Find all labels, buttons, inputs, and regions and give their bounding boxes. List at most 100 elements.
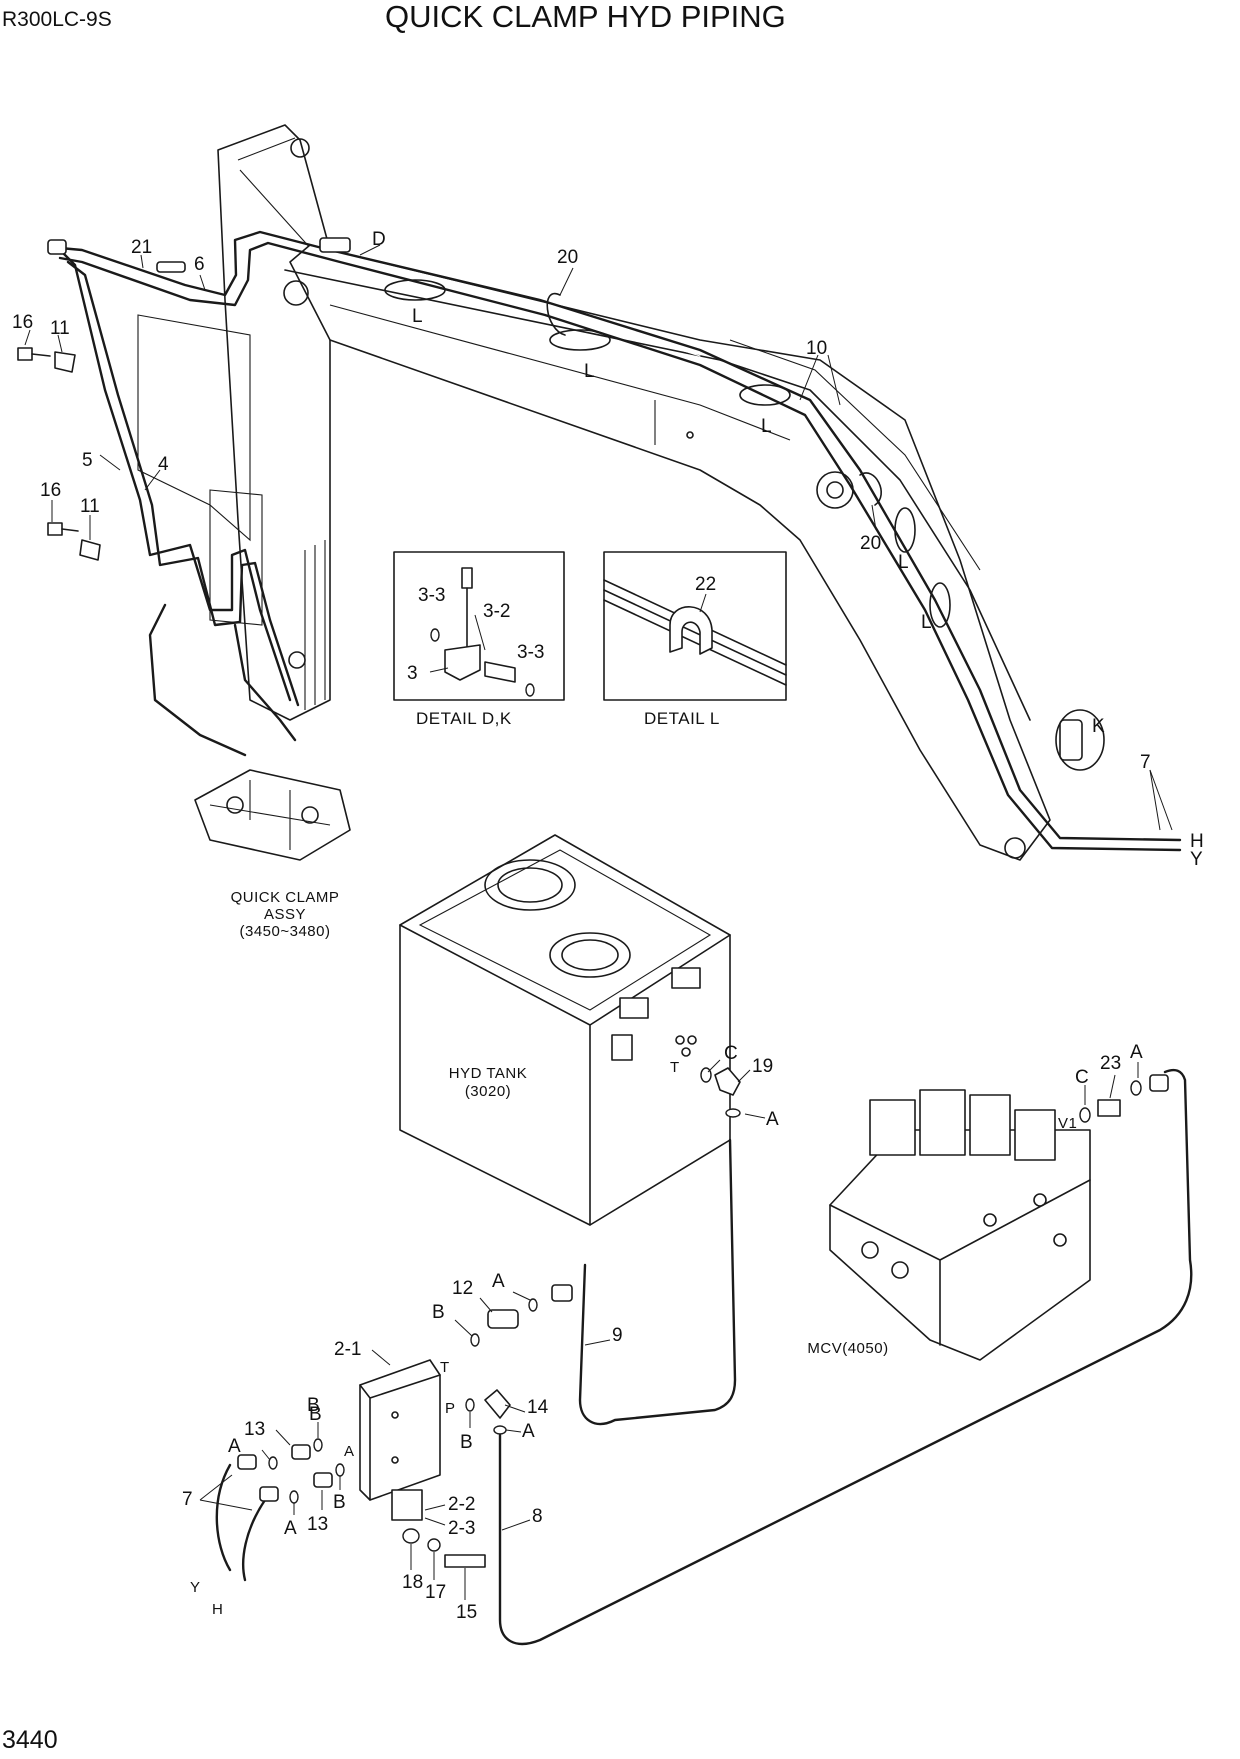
callout-t-tank-port: T [670,1059,680,1076]
clamp-20-top [546,292,566,336]
callout-y-top: Y [1190,849,1203,870]
mcv-body [829,1129,1091,1361]
hose-to-clamp-2 [233,623,297,742]
oring-a-mcv [1130,1080,1142,1096]
detail-l-clamp [669,606,713,655]
clamp-l-5 [929,582,951,628]
hyd-tank-box-1 [619,997,649,1019]
adapter-23 [1097,1099,1121,1117]
oring-b-13-bottom [335,1463,345,1477]
callout-5: 5 [82,450,93,471]
detail-l-pipe-2 [603,589,787,676]
detail-k-marker [1055,709,1105,771]
mcv-port-3 [983,1213,997,1227]
callout-4: 4 [158,454,169,475]
boom-bolt [686,431,694,439]
oring-a-14 [493,1425,507,1435]
lead-6 [199,274,206,291]
mcv-port-5 [1053,1233,1067,1247]
detail-dk-lead-32 [474,614,486,651]
clamp-l-2 [549,329,611,351]
detail-dk-callout-3: 3 [407,663,418,684]
bolt-16-top-shank [31,353,51,357]
callout-7-bottom: 7 [182,1489,193,1510]
callout-b-14: B [460,1432,473,1453]
callout-h-top: H [1190,831,1204,852]
boom-end-pin [1004,837,1026,859]
clamp-l-4 [894,507,916,553]
line-5 [58,230,1182,842]
clamp-l-3 [739,384,791,406]
bg-plate-lower [209,489,263,626]
lead-c-tank [707,1059,721,1073]
detail-l-pipe-3 [603,599,787,686]
hyd-tank: HYD TANK (3020) [399,834,731,1226]
detail-dk-bracket [444,644,481,681]
detail-l-frame [603,551,787,701]
mcv-label: MCV(4050) [807,1340,888,1357]
valve-port-a [391,1456,399,1464]
callout-p-port: P [445,1400,456,1417]
lead-14 [504,1404,526,1413]
mcv-spool-1 [869,1099,916,1156]
fitting-21 [156,261,186,273]
hose-7a-end [237,1454,257,1470]
oring-a-12 [528,1298,538,1312]
fitting-left-top [47,239,67,255]
oring-c-mcv [1079,1107,1091,1123]
detail-l-box: 22 DETAIL L [603,551,787,728]
callout-l-1: L [412,306,423,327]
solenoid-2-2 [391,1489,423,1521]
elbow-14 [484,1389,511,1419]
detail-dk-callout-3-3-right: 3-3 [517,642,544,663]
callout-a-13-bottom: A [284,1518,297,1539]
lead-11-top [57,334,63,353]
callout-12: 12 [452,1278,473,1299]
callout-b-valve: B [307,1395,320,1416]
fitting-k [1059,719,1083,761]
lead-2-1 [371,1349,391,1366]
lead-7-a [199,1474,233,1501]
oring-b-14 [465,1398,475,1412]
valve-2-1 [359,1359,441,1501]
valve-2-1-edges [359,1374,441,1501]
callout-y-bottom: Y [190,1579,201,1596]
lead-4 [144,469,161,491]
callout-11-top: 11 [50,318,70,339]
quick-clamp-label-1: QUICK CLAMP [231,889,340,906]
callout-v1-port: V1 [1058,1115,1077,1132]
callout-k: K [1092,716,1105,737]
detail-l-callout-22: 22 [695,574,716,595]
lead-10-b [827,354,841,406]
hyd-tank-port-t3 [681,1047,691,1057]
washer-17 [427,1538,441,1552]
quick-clamp-label-3: (3450~3480) [240,923,331,940]
lead-7-b [199,1499,253,1511]
lead-a-14 [505,1429,522,1433]
detail-dk-frame [393,551,565,701]
lead-7-top-b [1149,769,1173,831]
callout-d: D [372,229,386,250]
oring-b-13-top [313,1438,323,1452]
pipe-left-5 [58,248,292,702]
oring-a-tank [725,1108,741,1118]
callout-14: 14 [527,1397,549,1418]
mcv-spool-4 [1014,1109,1056,1161]
callout-15: 15 [456,1602,477,1623]
lead-a-13-top [261,1449,271,1461]
callout-23: 23 [1100,1053,1121,1074]
callout-20-top: 20 [557,247,578,268]
lead-5 [99,454,121,471]
callout-a-mcv: A [1130,1042,1143,1063]
callout-l-5: L [921,612,932,633]
fitting-d [319,237,351,253]
left-hardware [17,254,206,561]
boom-arm-edge [329,304,791,445]
callout-a-tank: A [766,1109,779,1130]
callout-2-3: 2-3 [448,1518,475,1539]
hose-to-clamp-1 [148,603,247,757]
callout-a-13-top: A [228,1436,241,1457]
lead-12 [479,1297,493,1313]
adapter-13-top [291,1444,311,1460]
